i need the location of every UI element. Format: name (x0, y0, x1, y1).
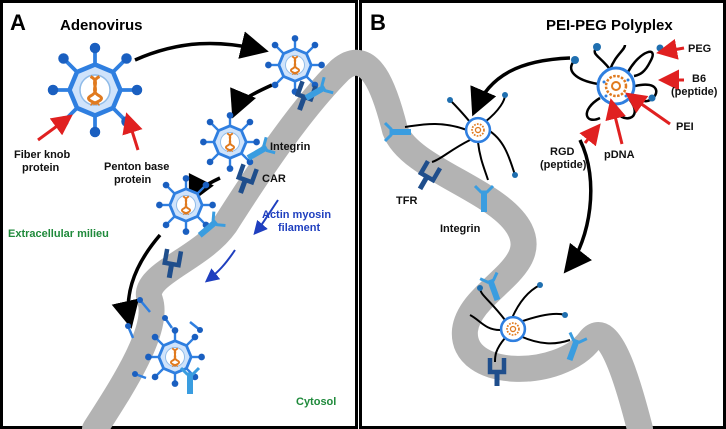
released-fiber-proteins (125, 297, 203, 380)
panel-b-letter: B (370, 10, 386, 35)
actin-arrow-1 (253, 199, 279, 236)
adenovirus-binding (263, 33, 327, 97)
pdna-arrow (605, 98, 626, 145)
pei-label: PEI (676, 121, 694, 133)
polyplex-binding (404, 92, 518, 181)
polyplex-arrow-2 (563, 139, 593, 274)
fiber-knob-label: Fiber knob protein (14, 149, 73, 174)
actin-myosin-label: Actin myosin filament (262, 209, 334, 234)
penton-base-label: Penton base protein (104, 161, 172, 186)
cell-membrane (82, 49, 653, 429)
entry-arrow-4 (111, 233, 162, 329)
extracellular-label: Extracellular milieu (8, 228, 109, 240)
b6-label: B6 (peptide) (671, 73, 718, 98)
panel-a-title: Adenovirus (60, 17, 143, 34)
polyplex-internalizing (469, 282, 571, 363)
rgd-label: RGD (peptide) (540, 146, 587, 171)
tfr-label: TFR (396, 195, 417, 207)
integrin-label: Integrin (270, 141, 311, 153)
panel-b-title: PEI-PEG Polyplex (546, 17, 673, 34)
actin-arrow-2 (204, 249, 236, 283)
peg-label: PEG (688, 43, 711, 55)
car-label: CAR (262, 173, 286, 185)
fiber-knob-arrow (37, 114, 73, 142)
penton-base-arrow (122, 112, 143, 151)
rgd-arrow (579, 123, 601, 147)
pei-arrow (625, 92, 671, 126)
panel-a-letter: A (10, 10, 26, 35)
cytosol-label: Cytosol (296, 396, 336, 408)
integrin-label-b: Integrin (440, 223, 481, 235)
panel-b-border (359, 0, 726, 429)
panel-a-border (0, 0, 358, 429)
adenovirus-endosome (143, 325, 207, 389)
entry-arrow-1 (134, 31, 269, 62)
peg-arrow (656, 38, 685, 60)
polyplex-arrow-1 (470, 56, 571, 117)
pdna-label: pDNA (604, 149, 635, 161)
entry-arrow-2 (230, 83, 273, 119)
adenovirus-bound (198, 110, 262, 174)
